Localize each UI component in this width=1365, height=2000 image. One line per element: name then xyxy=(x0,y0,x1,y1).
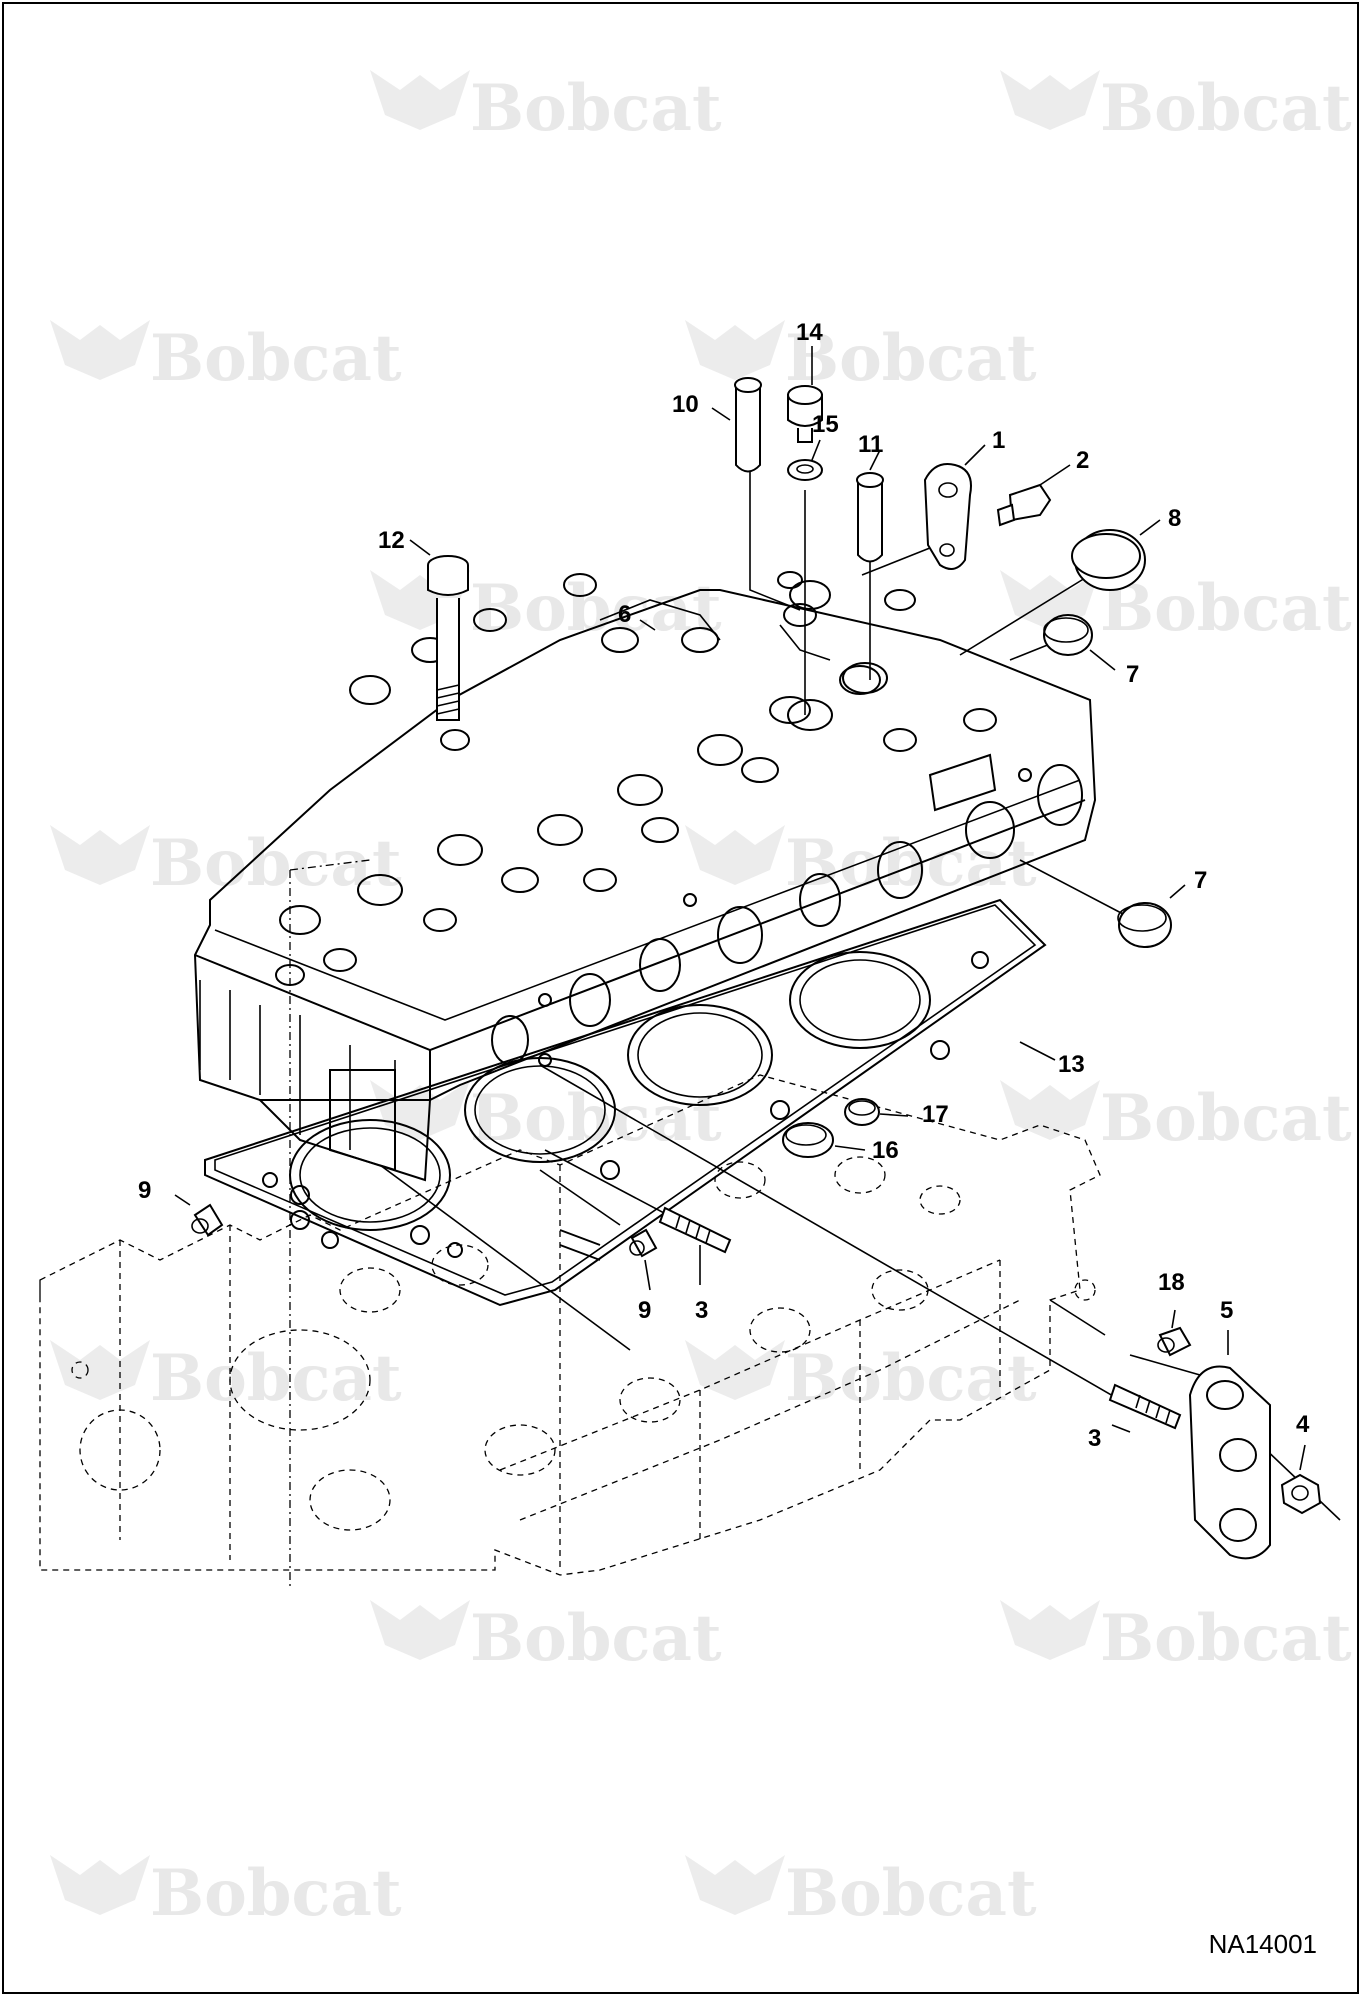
callout-14: 14 xyxy=(796,319,823,346)
callout-17: 17 xyxy=(922,1101,949,1128)
cylinder-head xyxy=(193,571,1097,1182)
watermark: Bobcat xyxy=(685,1855,1037,1931)
plug-14 xyxy=(787,385,823,443)
watermark: Bobcat xyxy=(50,320,402,396)
callout-2: 2 xyxy=(1076,447,1089,474)
valve-guide-11 xyxy=(856,472,884,563)
callout-13: 13 xyxy=(1058,1051,1085,1078)
callout-9-left: 9 xyxy=(138,1177,151,1204)
svg-text:Bobcat: Bobcat xyxy=(470,1601,722,1676)
svg-text:Bobcat: Bobcat xyxy=(1100,1081,1352,1156)
callout-1: 1 xyxy=(992,427,1005,454)
watermark-layer: Bobcat Bobcat Bobcat Bobcat Bobcat Bobca… xyxy=(50,70,1352,1931)
callout-18: 18 xyxy=(1158,1269,1185,1296)
watermark: Bobcat xyxy=(370,570,722,646)
core-plug-8 xyxy=(1071,529,1146,591)
callout-12: 12 xyxy=(378,527,405,554)
valve-guide-10 xyxy=(734,377,762,473)
watermark: Bobcat xyxy=(50,1340,402,1416)
watermark: Bobcat xyxy=(685,1340,1037,1416)
callout-7-lower: 7 xyxy=(1194,867,1207,894)
head-bolt-12 xyxy=(427,555,469,721)
svg-text:Bobcat: Bobcat xyxy=(785,826,1037,901)
plug-9-left xyxy=(191,1203,224,1237)
watermark: Bobcat xyxy=(370,1600,722,1676)
callout-7-upper: 7 xyxy=(1126,661,1139,688)
core-plug-7-upper xyxy=(1043,614,1093,656)
watermark: Bobcat xyxy=(1000,1600,1352,1676)
callout-11: 11 xyxy=(858,431,883,458)
figure-id-label: NA14001 xyxy=(1208,1929,1317,1959)
callout-10: 10 xyxy=(672,391,699,418)
svg-text:Bobcat: Bobcat xyxy=(150,826,402,901)
watermark: Bobcat xyxy=(370,70,722,146)
callouts: 14 10 15 11 1 2 8 12 6 7 7 13 17 16 9 9 … xyxy=(138,319,1310,1452)
nut-4 xyxy=(1280,1473,1322,1515)
callout-16: 16 xyxy=(872,1137,899,1164)
cylinder-block xyxy=(39,1074,1101,1576)
svg-text:Bobcat: Bobcat xyxy=(1100,571,1352,646)
bolt-2 xyxy=(996,483,1052,527)
callout-3-right: 3 xyxy=(1088,1425,1101,1452)
plug-18 xyxy=(1157,1326,1192,1357)
svg-text:Bobcat: Bobcat xyxy=(1100,1601,1352,1676)
lifting-bracket-1 xyxy=(923,463,972,570)
svg-text:Bobcat: Bobcat xyxy=(785,1856,1037,1931)
callout-8: 8 xyxy=(1168,505,1181,532)
watermark: Bobcat xyxy=(685,825,1037,901)
callout-3-mid: 3 xyxy=(695,1297,708,1324)
svg-text:Bobcat: Bobcat xyxy=(785,1341,1037,1416)
core-plug-7-lower xyxy=(1117,902,1172,948)
watermark: Bobcat xyxy=(50,1855,402,1931)
svg-text:Bobcat: Bobcat xyxy=(150,1856,402,1931)
svg-text:Bobcat: Bobcat xyxy=(1100,71,1352,146)
callout-4: 4 xyxy=(1296,1411,1310,1438)
callout-5: 5 xyxy=(1220,1297,1233,1324)
watermark: Bobcat xyxy=(1000,70,1352,146)
watermark: Bobcat xyxy=(1000,1080,1352,1156)
svg-text:Bobcat: Bobcat xyxy=(785,321,1037,396)
callout-15: 15 xyxy=(812,411,839,438)
seal-17 xyxy=(844,1098,880,1126)
stud-3-mid xyxy=(658,1206,732,1254)
callout-6: 6 xyxy=(618,601,631,628)
svg-text:Bobcat: Bobcat xyxy=(150,1341,402,1416)
bracket-plate-5 xyxy=(1188,1365,1271,1560)
callout-ticks xyxy=(174,346,1306,1471)
callout-9-mid: 9 xyxy=(638,1297,651,1324)
plug-9-mid xyxy=(629,1228,658,1258)
svg-text:Bobcat: Bobcat xyxy=(150,321,402,396)
head-gasket xyxy=(204,898,1047,1307)
watermark: Bobcat xyxy=(685,320,1037,396)
seal-16 xyxy=(782,1122,834,1158)
svg-text:Bobcat: Bobcat xyxy=(470,71,722,146)
stud-3-right xyxy=(1108,1383,1182,1430)
washer-15 xyxy=(787,459,823,481)
